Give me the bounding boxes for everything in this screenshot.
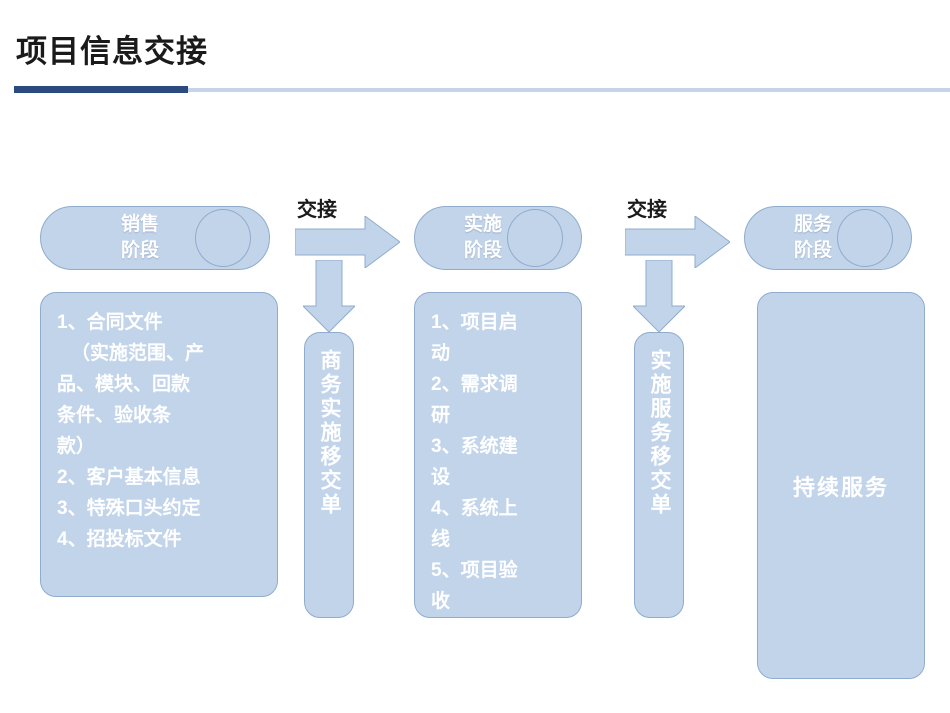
handoff-doc-1: 商务实施移交单 [304,332,354,618]
phase-head-sales-label: 销售 阶段 [120,214,159,261]
list-item: 研 [431,405,451,426]
phase-head-service: 服务 阶段 [744,206,912,270]
list-item: 3、系统建 [431,436,518,457]
phase-body-service: 持续服务 [757,292,925,679]
phase-body-implementation: 1、项目启 动 2、需求调 研 3、系统建 设 4、系统上 线 5、项目验 收 [414,292,582,618]
phase-head-implementation-label: 实施 阶段 [463,214,502,261]
list-item: 收 [431,591,451,612]
handoff-doc-2-label: 实施服务移交单 [648,349,671,517]
phase-head-sales: 销售 阶段 [40,206,270,270]
arrow-down-icon [303,260,355,332]
phase-body-sales: 1、合同文件 （实施范围、产 品、模块、回款 条件、验收条 款） 2、客户基本信… [40,292,278,597]
phase-head-implementation: 实施 阶段 [414,206,582,270]
list-item: 2、客户基本信息 [57,467,201,488]
title-rule-light [188,88,950,92]
list-item: 动 [431,343,451,364]
list-item: 5、项目验 [431,560,518,581]
list-item: 3、特殊口头约定 [57,498,201,519]
list-item: 款） [57,436,96,457]
list-item: 4、招投标文件 [57,529,182,550]
list-item: 1、项目启 [431,312,518,333]
handoff-doc-2: 实施服务移交单 [634,332,684,618]
arrow-down-icon [633,260,685,332]
phase-head-service-label: 服务 阶段 [793,214,832,261]
cylinder-edge [195,209,251,267]
list-item: 条件、验收条 [57,405,172,426]
handoff-doc-1-label: 商务实施移交单 [318,349,341,517]
list-item: 1、合同文件 [57,312,163,333]
handoff-label-2: 交接 [627,199,667,221]
phase-body-service-label: 持续服务 [792,474,889,500]
list-item: 4、系统上 [431,498,518,519]
list-item: （实施范围、产 [71,343,205,364]
list-item: 线 [431,529,451,550]
page-title: 项目信息交接 [16,34,208,69]
list-item: 设 [431,467,451,488]
arrow-right-icon [295,216,400,268]
cylinder-edge [507,209,563,267]
list-item: 品、模块、回款 [57,374,191,395]
list-item: 2、需求调 [431,374,518,395]
handoff-label-1: 交接 [297,199,337,221]
cylinder-edge [837,209,893,267]
arrow-right-icon [625,216,730,268]
title-rule-dark [14,86,188,93]
